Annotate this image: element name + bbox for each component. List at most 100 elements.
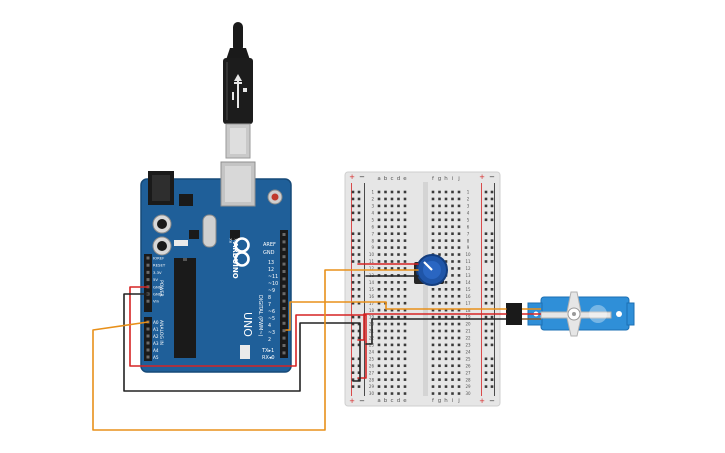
icsp-label-tx: TX [234, 238, 238, 244]
left-pin-label-1: RESET [153, 263, 166, 268]
bb-rail-top-plus-2: + [479, 173, 485, 181]
bb-row-left-24: 24 [369, 349, 375, 354]
bb-col-bottom-i: i [452, 398, 454, 404]
left-pin-label-3: 5V [153, 277, 158, 282]
bb-row-left-6: 6 [371, 224, 374, 229]
bb-row-left-23: 23 [369, 343, 375, 348]
bb-row-right-19: 19 [465, 315, 471, 320]
bb-row-right-10: 10 [465, 252, 471, 257]
bb-col-bottom-g: g [438, 398, 442, 404]
bb-row-right-14: 14 [465, 280, 471, 285]
bb-row-left-1: 1 [371, 190, 374, 195]
bb-row-left-18: 18 [369, 308, 375, 313]
digital-pin-label-6: 7 [268, 302, 271, 308]
analog-pin-label-a4: A4 [153, 348, 159, 353]
bb-row-left-26: 26 [369, 363, 375, 368]
wire-black-gnd-to-rail [123, 293, 361, 392]
bb-rail-bottom-plus-2: + [479, 397, 485, 405]
bb-col-top-i: i [452, 176, 454, 182]
servo-motor[interactable] [506, 291, 635, 337]
bb-row-left-5: 5 [371, 217, 374, 222]
bb-row-left-12: 12 [369, 266, 375, 271]
bb-row-right-6: 6 [467, 224, 470, 229]
bb-row-right-18: 18 [465, 308, 471, 313]
wire-black-servo-ground [365, 318, 507, 345]
analog-pin-label-a0: A0 [153, 320, 159, 325]
bb-row-right-3: 3 [467, 204, 470, 209]
bb-row-right-7: 7 [467, 231, 470, 236]
bb-row-right-22: 22 [465, 336, 471, 341]
left-pin-label-2: 3.3V [153, 270, 162, 275]
bb-row-left-19: 19 [369, 315, 375, 320]
board-model-label: UNO [241, 312, 254, 337]
bb-row-left-27: 27 [369, 370, 375, 375]
bb-col-top-j: j [457, 176, 460, 182]
bb-row-right-15: 15 [465, 287, 471, 292]
usb-cable-icon [223, 22, 253, 159]
bb-rail-bottom-plus-0: + [349, 397, 355, 405]
bb-row-left-8: 8 [371, 238, 374, 243]
bb-col-top-b: b [384, 176, 388, 182]
bb-row-left-16: 16 [369, 294, 375, 299]
bb-row-right-30: 30 [465, 391, 471, 396]
bb-row-right-28: 28 [465, 377, 471, 382]
bb-row-right-8: 8 [467, 238, 470, 243]
bb-col-bottom-a: a [377, 398, 380, 404]
bb-row-left-17: 17 [369, 301, 375, 306]
analog-pin-label-a5: A5 [153, 355, 159, 360]
bb-row-left-9: 9 [371, 245, 374, 250]
bb-col-bottom-f: f [432, 398, 435, 404]
digital-pin-label-5: 8 [268, 295, 271, 301]
bb-row-right-4: 4 [467, 210, 470, 215]
bb-row-left-28: 28 [369, 377, 375, 382]
digital-pin-label-2: ~11 [268, 274, 278, 280]
aref-pin-label: AREF [263, 242, 276, 248]
gnd-pin-label: GND [263, 250, 275, 256]
bb-row-right-24: 24 [465, 349, 471, 354]
tx-label: TX▸1 [261, 348, 274, 354]
bb-row-left-25: 25 [369, 356, 375, 361]
digital-pin-label-8: ~5 [268, 316, 275, 322]
bb-row-right-11: 11 [465, 259, 471, 264]
wires[interactable] [92, 263, 507, 431]
left-pin-label-4: GND [153, 284, 162, 289]
bb-col-bottom-d: d [397, 398, 401, 404]
bb-row-right-29: 29 [465, 384, 471, 389]
bb-row-right-21: 21 [465, 329, 471, 334]
bb-col-bottom-b: b [384, 398, 388, 404]
bb-row-right-27: 27 [465, 370, 471, 375]
bb-col-top-g: g [438, 176, 442, 182]
bb-row-right-17: 17 [465, 301, 471, 306]
bb-rail-top-plus-0: + [349, 173, 355, 181]
wire-red-servo-power [357, 313, 507, 341]
bb-col-top-f: f [432, 176, 435, 182]
bb-row-right-12: 12 [465, 266, 471, 271]
bb-row-left-14: 14 [369, 280, 375, 285]
rx-label: RX◂0 [262, 355, 275, 361]
board-brand-label: ARDUINO [231, 242, 239, 279]
arduino-infinity-logo-icon [234, 237, 250, 267]
bb-row-left-7: 7 [371, 231, 374, 236]
left-pin-label-5: GND [153, 292, 162, 297]
digital-pin-label-9: 4 [268, 323, 271, 329]
bb-row-left-2: 2 [371, 197, 374, 202]
digital-pin-label-4: ~9 [268, 288, 275, 294]
bb-row-right-13: 13 [465, 273, 471, 278]
bb-row-left-15: 15 [369, 287, 375, 292]
bb-col-top-d: d [397, 176, 401, 182]
bb-row-left-11: 11 [369, 259, 375, 264]
bb-rail-top-minus-1: − [359, 173, 365, 181]
bb-col-top-a: a [377, 176, 380, 182]
bb-row-left-4: 4 [371, 210, 374, 215]
bb-row-right-25: 25 [465, 356, 471, 361]
bb-col-top-c: c [390, 176, 393, 182]
bb-row-right-9: 9 [467, 245, 470, 250]
analog-pin-label-a3: A3 [153, 341, 159, 346]
wire-orange-pin9-to-servo [285, 301, 507, 331]
bb-col-bottom-e: e [403, 398, 407, 404]
digital-pin-label-10: ~3 [268, 330, 275, 336]
